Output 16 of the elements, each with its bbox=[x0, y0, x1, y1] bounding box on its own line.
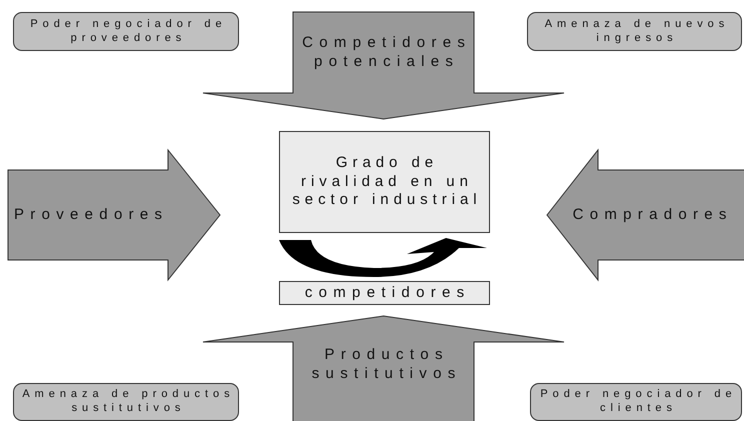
node-label: Competidores potenciales bbox=[301, 34, 472, 72]
node-label: Productos sustitutivos bbox=[310, 346, 463, 384]
rounded-box bbox=[527, 12, 742, 51]
rounded-box bbox=[13, 12, 239, 51]
node-label: Proveedores bbox=[12, 206, 168, 224]
node-label: Compradores bbox=[572, 206, 733, 224]
node-label: Amenaza de productos sustitutivos bbox=[21, 388, 236, 416]
node-label: Poder negociador de proveedores bbox=[29, 18, 228, 46]
node-label: Grado de rivalidad en un sector industrial bbox=[291, 154, 483, 210]
rounded-box bbox=[530, 383, 742, 421]
process-box bbox=[279, 131, 490, 233]
node-label: Poder negociador de clientes bbox=[539, 388, 738, 416]
node-label: Amenaza de nuevos ingresos bbox=[544, 18, 730, 46]
rounded-box bbox=[13, 383, 239, 421]
node-label: competidores bbox=[304, 284, 470, 302]
process-box bbox=[279, 281, 490, 305]
